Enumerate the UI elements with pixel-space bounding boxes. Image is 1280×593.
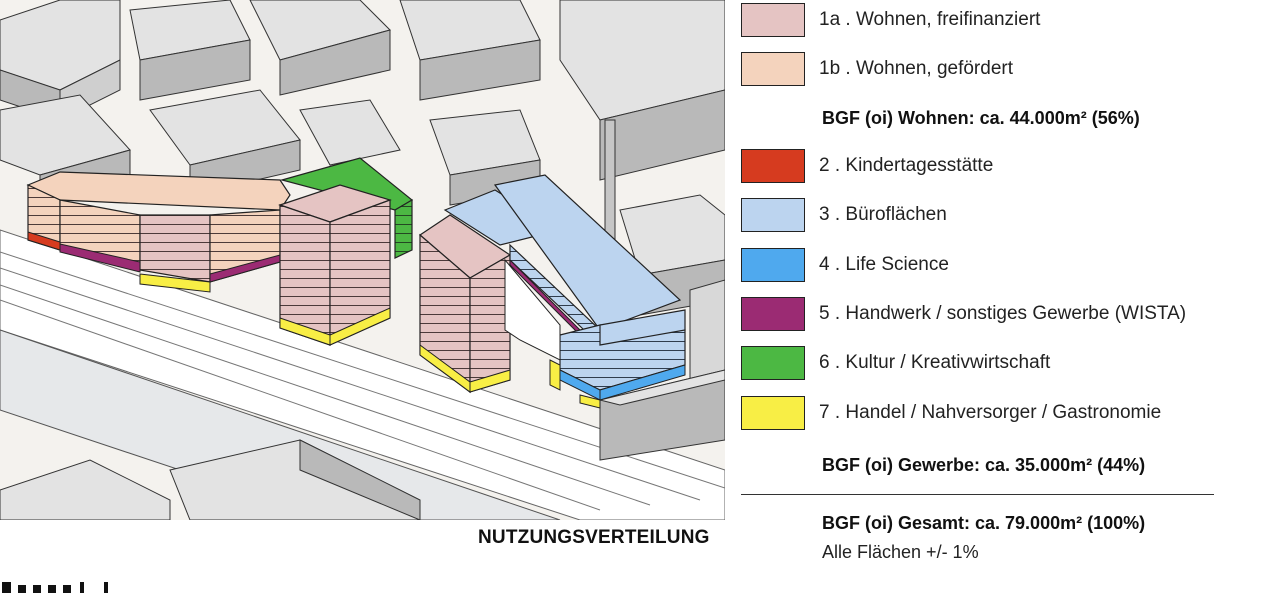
legend-label-2: 2 . Kindertagesstätte <box>819 155 994 176</box>
housing-tower-west <box>278 184 392 346</box>
legend-label-6: 6 . Kultur / Kreativwirtschaft <box>819 352 1051 373</box>
legend-label-1b: 1b . Wohnen, gefördert <box>819 58 1013 79</box>
housing-row-west <box>26 171 291 293</box>
axonometric-site-plan <box>0 0 725 520</box>
context-buildings-east <box>559 0 725 461</box>
legend-swatch-1b <box>741 52 805 86</box>
legend-swatch-6 <box>741 346 805 380</box>
legend-label-4: 4 . Life Science <box>819 254 949 275</box>
legend-divider <box>741 494 1214 495</box>
canal <box>0 329 561 520</box>
legend-item-4: 4 . Life Science <box>741 247 949 283</box>
context-buildings-south <box>0 439 421 520</box>
summary-gewerbe: BGF (oi) Gewerbe: ca. 35.000m² (44%) <box>822 455 1146 475</box>
legend-swatch-3 <box>741 198 805 232</box>
summary-gesamt: BGF (oi) Gesamt: ca. 79.000m² (100%) <box>822 513 1146 533</box>
clipped-text-fragment <box>0 580 120 593</box>
rail-line <box>0 267 701 501</box>
legend-swatch-5 <box>741 297 805 331</box>
legend-item-2: 2 . Kindertagesstätte <box>741 148 993 184</box>
legend-item-3: 3 . Büroflächen <box>741 197 947 233</box>
legend-swatch-4 <box>741 248 805 282</box>
rail-line <box>0 284 651 506</box>
housing-tower-central <box>419 214 512 394</box>
legend-label-3: 3 . Büroflächen <box>819 204 947 225</box>
legend-item-7: 7 . Handel / Nahversorger / Gastronomie <box>741 395 1161 431</box>
legend-swatch-1a <box>741 3 805 37</box>
legend-swatch-7 <box>741 396 805 430</box>
legend-item-1b: 1b . Wohnen, gefördert <box>741 51 1013 87</box>
context-buildings <box>0 0 541 206</box>
legend-swatch-2 <box>741 149 805 183</box>
tolerance-note: Alle Flächen +/- 1% <box>822 542 979 562</box>
map-caption: NUTZUNGSVERTEILUNG <box>478 527 710 548</box>
office-complex <box>443 174 686 409</box>
legend-label-1a: 1a . Wohnen, freifinanziert <box>819 9 1041 30</box>
legend-label-7: 7 . Handel / Nahversorger / Gastronomie <box>819 402 1162 423</box>
legend-label-5: 5 . Handwerk / sonstiges Gewerbe (WISTA) <box>819 303 1187 324</box>
legend-item-6: 6 . Kultur / Kreativwirtschaft <box>741 345 1050 381</box>
legend-item-5: 5 . Handwerk / sonstiges Gewerbe (WISTA) <box>741 296 1186 332</box>
summary-wohnen: BGF (oi) Wohnen: ca. 44.000m² (56%) <box>822 108 1140 128</box>
legend-item-1a: 1a . Wohnen, freifinanziert <box>741 2 1040 38</box>
rail-line <box>0 299 601 511</box>
